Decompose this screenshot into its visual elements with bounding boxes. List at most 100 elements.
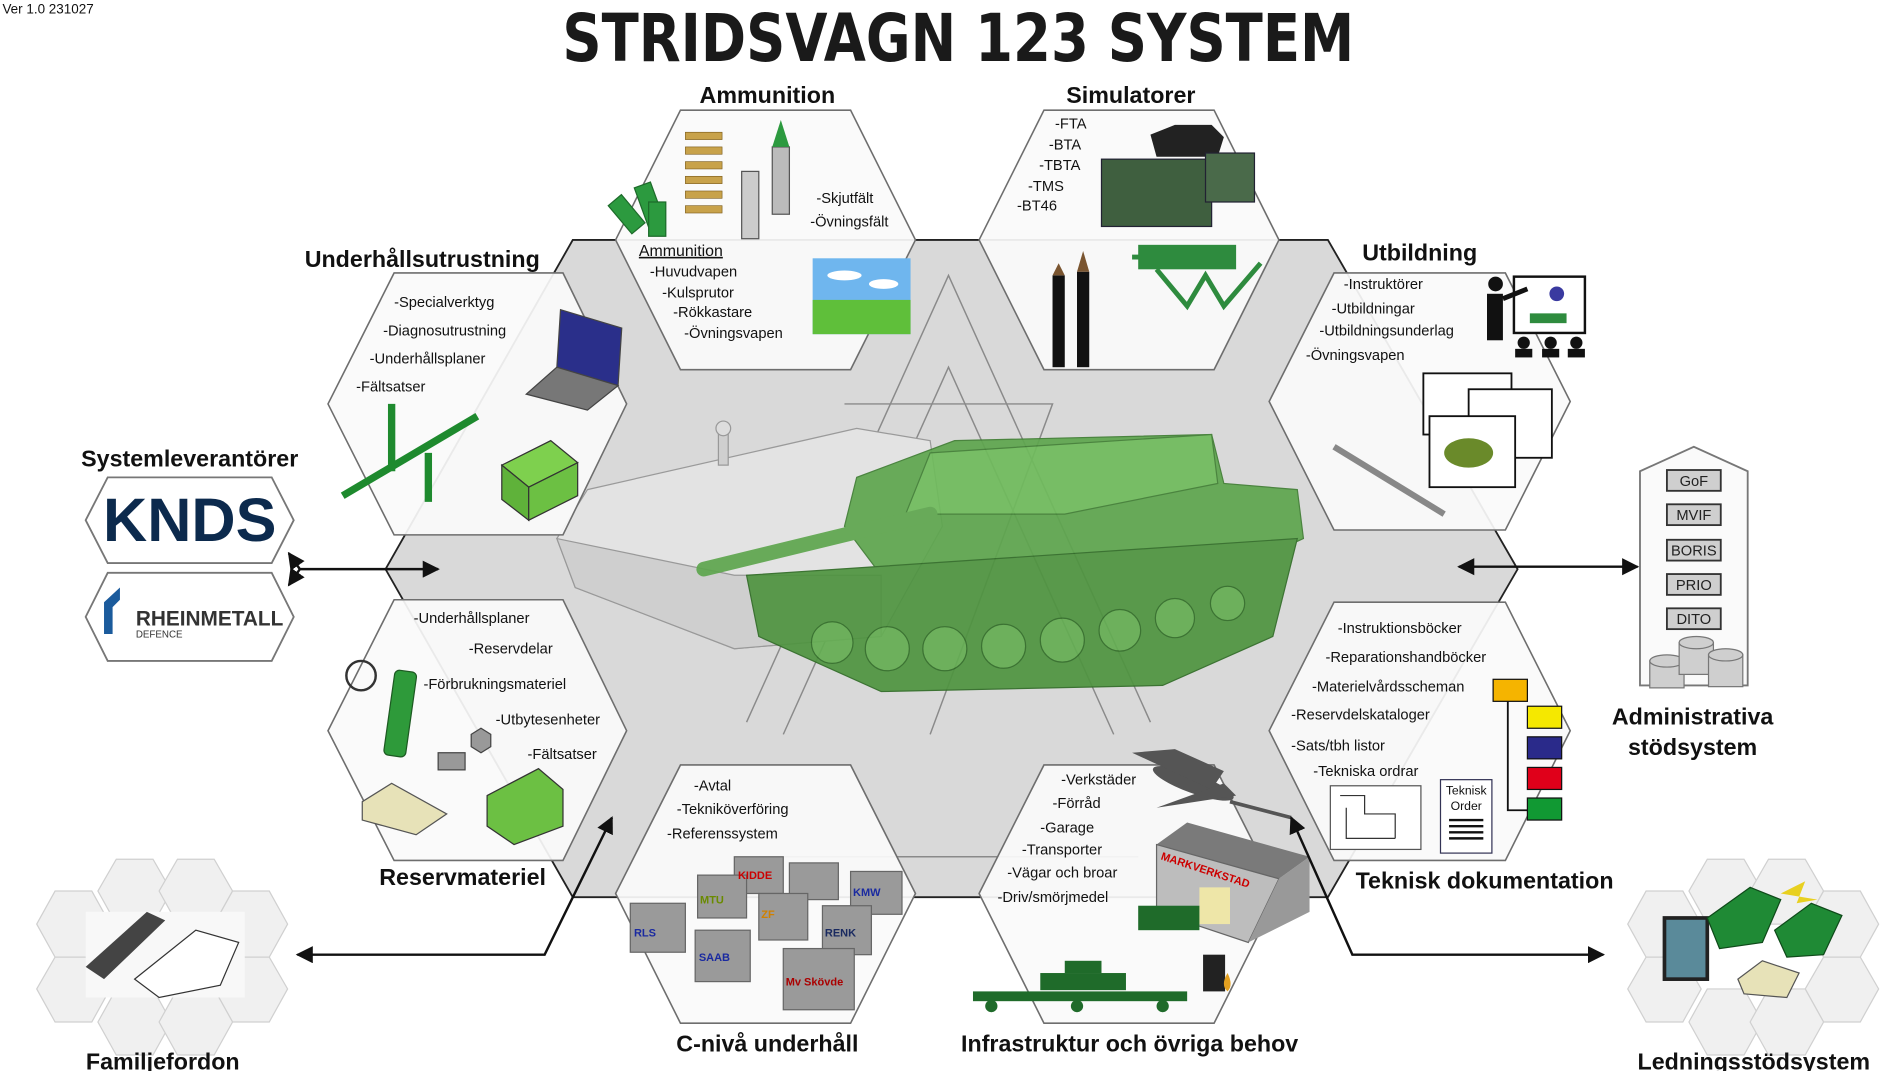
rheinmetall-logo	[84, 571, 295, 662]
heading-simulators: Simulatorer	[1066, 82, 1195, 108]
c-level-item: -Tekniköverföring	[677, 802, 789, 818]
crane-illustration	[340, 403, 480, 502]
ammo-range-item: -Skjutfält	[816, 191, 873, 207]
maintenance-item: -Diagnosutrustning	[383, 323, 506, 339]
family-vehicles-arrow	[295, 816, 614, 964]
admin-system-boris: BORIS	[1671, 544, 1717, 560]
training-round-illustration	[1332, 444, 1446, 517]
knds-logo	[84, 476, 295, 564]
tech-order-label: Teknisk	[1446, 783, 1488, 797]
simulator-illustration	[1052, 124, 1263, 368]
ammo-subheading: Ammunition	[639, 243, 723, 260]
heading-c-level: C-nivå underhåll	[676, 1030, 858, 1056]
training-item: -Utbildningsunderlag	[1319, 323, 1454, 339]
factory-label: ZF	[761, 909, 775, 921]
infrastructure-item: -Vägar och broar	[1007, 866, 1117, 882]
tech-order-label: Order	[1451, 799, 1482, 813]
heading-spare-parts: Reservmateriel	[379, 864, 546, 890]
admin-system-mvif: MVIF	[1676, 508, 1711, 524]
maintenance-item: -Specialverktyg	[394, 295, 494, 311]
tech-doc-item: -Instruktionsböcker	[1338, 621, 1462, 637]
heading-suppliers: Systemleverantörer	[81, 445, 298, 471]
factory-label: RLS	[634, 927, 656, 939]
family-vehicles-illustration	[85, 911, 240, 999]
heading-maintenance-equipment: Underhållsutrustning	[305, 246, 540, 272]
heading-admin-line1: Administrativa	[1612, 704, 1775, 730]
factory-label: KIDDE	[738, 870, 772, 882]
ammo-item: -Kulsprutor	[662, 285, 734, 301]
factory-label: Mv Skövde	[786, 976, 843, 988]
simulator-item: -BTA	[1049, 137, 1082, 153]
heading-ammunition: Ammunition	[700, 82, 836, 108]
admin-system-list: GoF MVIF BORIS PRIO DITO	[1665, 469, 1722, 631]
simulator-item: -TMS	[1028, 179, 1064, 195]
training-documents-icon	[1422, 372, 1553, 489]
command-support-arrow	[1289, 816, 1605, 964]
ammo-range-item: -Övningsfält	[810, 212, 888, 230]
tech-doc-item: -Sats/tbh listor	[1291, 738, 1385, 754]
training-item: -Utbildningar	[1332, 301, 1415, 317]
command-support-illustration	[1662, 881, 1843, 999]
main-battle-tank-illustration	[696, 433, 1305, 693]
infrastructure-item: -Driv/smörjmedel	[997, 890, 1108, 906]
tech-doc-item: -Materielvårdsscheman	[1312, 680, 1464, 696]
maintenance-item: -Fältsatser	[356, 380, 425, 396]
infrastructure-item: -Garage	[1040, 820, 1094, 836]
training-item: -Övningsvapen	[1306, 346, 1405, 364]
folder-tree-icon	[1492, 678, 1563, 821]
spare-parts-item: -Reservdelar	[469, 642, 553, 658]
factory-label: RENK	[825, 927, 856, 939]
green-box-icon	[500, 439, 579, 522]
factory-label: MTU	[700, 894, 724, 906]
admin-system-dito: DITO	[1676, 612, 1711, 628]
oil-barrel-icon	[1203, 954, 1231, 992]
supplier-connector-arrow	[287, 551, 440, 587]
tech-doc-item: -Tekniska ordrar	[1313, 764, 1418, 780]
ammunition-illustration	[607, 119, 791, 240]
hex-simulators	[978, 109, 1280, 371]
knds-logo-text: KNDS	[103, 486, 276, 554]
heading-technical-docs: Teknisk dokumentation	[1356, 868, 1614, 894]
infrastructure-item: -Transporter	[1022, 842, 1102, 858]
rheinmetall-logo-text: RHEINMETALL	[136, 607, 284, 630]
tech-doc-item: -Reparationshandböcker	[1325, 650, 1486, 666]
transport-aircraft-icon	[1132, 749, 1292, 820]
simulator-item: -TBTA	[1039, 158, 1081, 174]
ammo-item: -Övningsvapen	[684, 324, 783, 342]
landscape-image	[812, 258, 911, 335]
simulator-item: -BT46	[1017, 199, 1057, 215]
heading-infrastructure: Infrastruktur och övriga behov	[961, 1030, 1298, 1056]
spare-parts-item: -Fältsatser	[527, 747, 596, 763]
heading-command-support: Ledningsstödsystem	[1638, 1049, 1871, 1071]
ammo-item: -Rökkastare	[673, 305, 752, 321]
training-item: -Instruktörer	[1344, 277, 1423, 293]
ammo-item: -Huvudvapen	[650, 265, 737, 281]
rheinmetall-sub-text: DEFENCE	[136, 630, 183, 641]
tank-transporter-illustration	[972, 905, 1200, 1013]
heading-training: Utbildning	[1362, 240, 1477, 266]
factory-label: KMW	[853, 887, 881, 899]
spare-parts-item: -Underhållsplaner	[414, 611, 530, 627]
simulator-item: -FTA	[1055, 117, 1087, 133]
database-icon	[1649, 635, 1744, 689]
infrastructure-item: -Förråd	[1053, 796, 1101, 812]
spare-parts-item: -Utbytesenheter	[496, 713, 601, 729]
schematic-document-icon	[1329, 785, 1422, 851]
tech-doc-item: -Reservdelskataloger	[1291, 708, 1430, 724]
admin-system-gof: GoF	[1680, 474, 1709, 490]
rheinmetall-mark-icon	[104, 587, 120, 635]
maintenance-item: -Underhållsplaner	[370, 352, 486, 368]
infrastructure-item: -Verkstäder	[1061, 773, 1136, 789]
laptop-icon	[524, 308, 623, 411]
spare-parts-item: -Förbrukningsmateriel	[423, 677, 566, 693]
c-level-item: -Referenssystem	[667, 826, 778, 842]
supplier-factories-illustration	[629, 856, 903, 1011]
c-level-item: -Avtal	[694, 779, 731, 795]
admin-system-prio: PRIO	[1676, 578, 1712, 594]
factory-label: SAAB	[699, 952, 730, 964]
instructor-presentation-icon	[1487, 275, 1587, 358]
heading-admin-line2: stödsystem	[1628, 734, 1757, 760]
technical-order-icon: Teknisk Order	[1439, 779, 1493, 854]
page-title: STRIDSVAGN 123 SYSTEM	[562, 0, 1354, 77]
